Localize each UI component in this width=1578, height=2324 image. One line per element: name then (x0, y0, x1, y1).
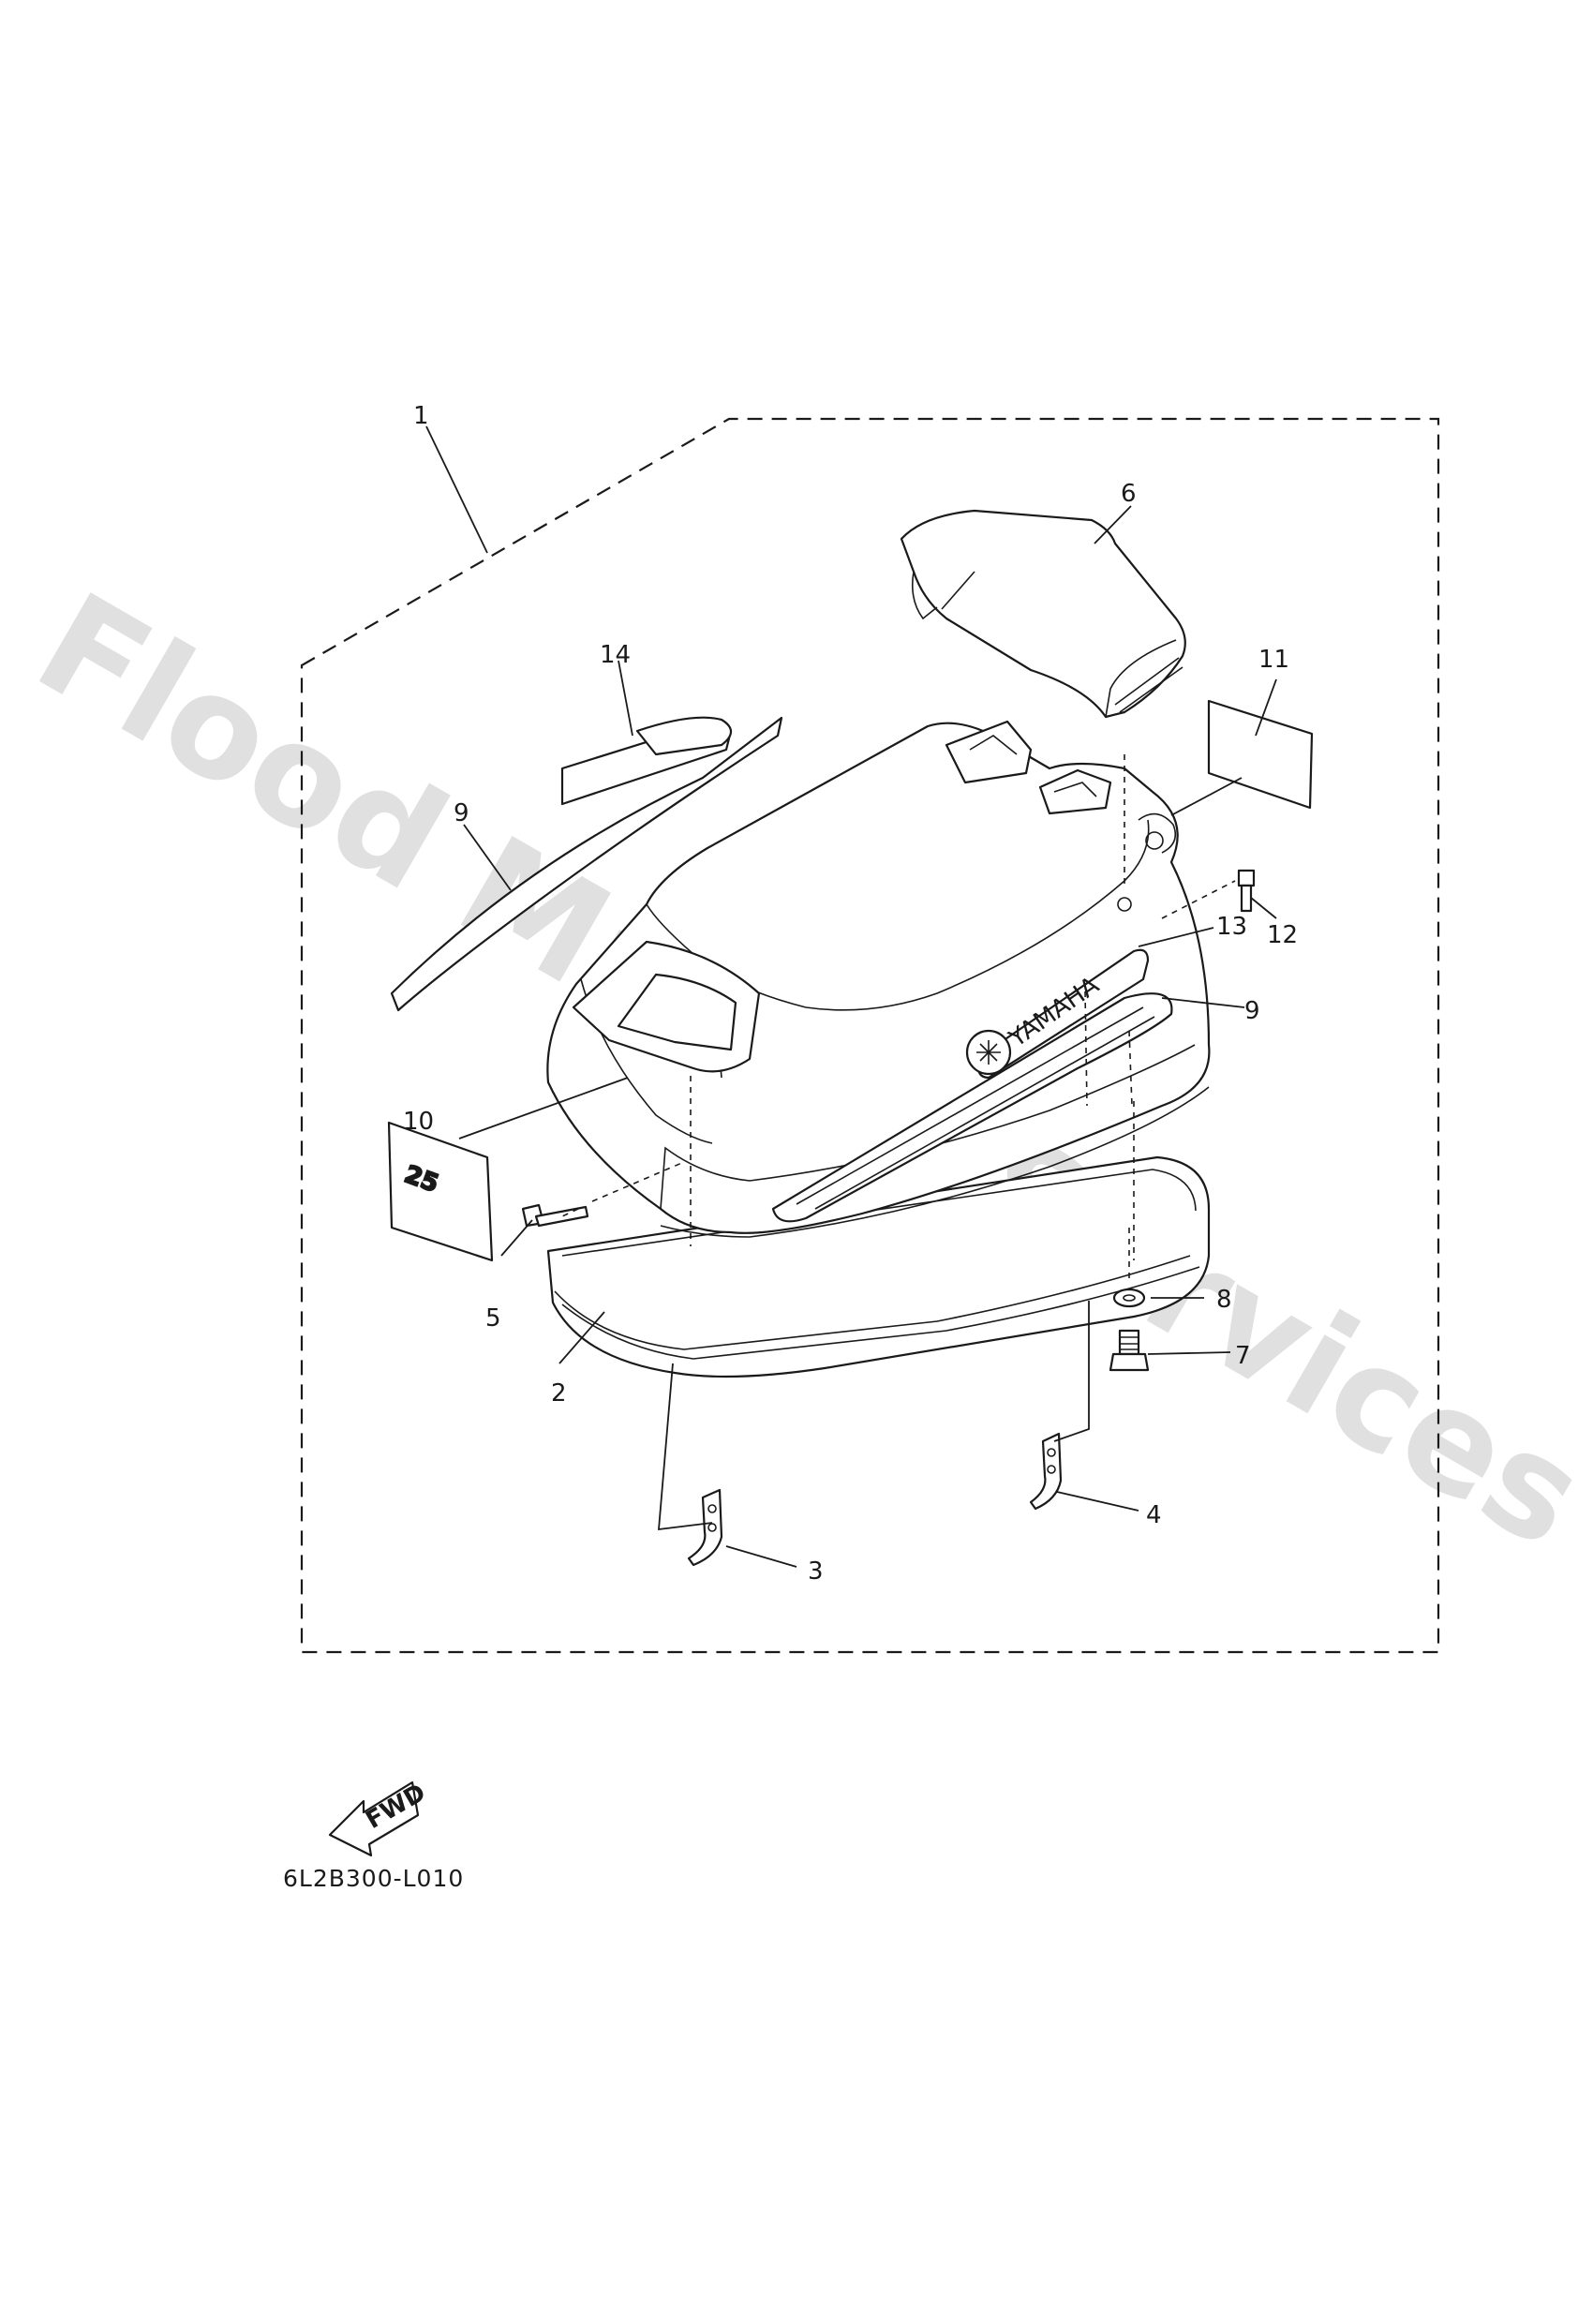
callout-13: 13 (1216, 913, 1247, 941)
washer-8[interactable] (1112, 1288, 1146, 1308)
callout-4: 4 (1146, 1501, 1162, 1529)
callout-11: 11 (1258, 646, 1289, 674)
callout-9-right: 9 (1244, 997, 1260, 1025)
callout-8: 8 (1216, 1286, 1232, 1314)
reference-code: 6L2B300-L010 (283, 1865, 464, 1892)
screw-12[interactable] (1237, 869, 1256, 913)
callout-6: 6 (1121, 480, 1137, 508)
callout-2: 2 (551, 1379, 567, 1408)
decal-strip[interactable] (560, 716, 733, 806)
callout-5: 5 (485, 1304, 501, 1333)
seal-ring[interactable] (546, 1155, 1211, 1378)
callout-1: 1 (413, 402, 429, 430)
screw-5[interactable] (521, 1203, 589, 1228)
model-decal[interactable]: 25 (387, 1121, 494, 1262)
callout-7: 7 (1235, 1342, 1251, 1370)
callout-14: 14 (600, 641, 631, 669)
bracket-4[interactable] (1029, 1432, 1063, 1511)
fwd-arrow-icon: FWD (328, 1779, 430, 1857)
top-cowling[interactable]: YAMAHA (546, 720, 1211, 1238)
bracket-3[interactable] (687, 1488, 723, 1567)
bolt-7[interactable] (1109, 1329, 1150, 1372)
callout-10: 10 (403, 1108, 434, 1136)
warning-label[interactable] (1207, 699, 1314, 810)
callout-9-left: 9 (454, 799, 469, 827)
side-stripe-left[interactable] (390, 716, 783, 1012)
assembly-boundary (300, 417, 1440, 1654)
top-cap[interactable] (900, 509, 1186, 719)
callout-12: 12 (1267, 921, 1298, 949)
callout-3: 3 (808, 1557, 824, 1586)
